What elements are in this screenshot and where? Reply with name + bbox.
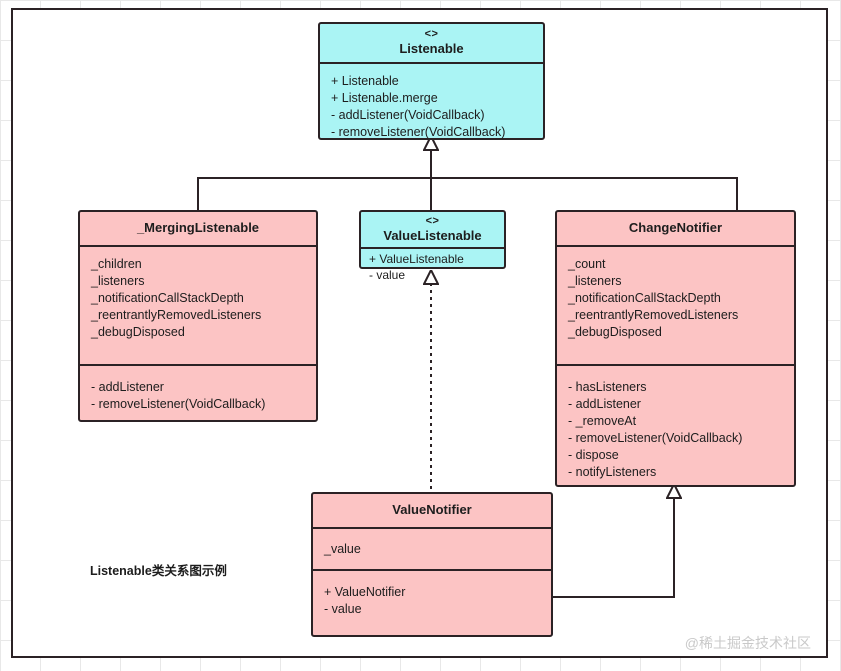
class-box-merging-listenable[interactable]: _MergingListenable _children _listeners … — [78, 210, 318, 422]
member-item: + Listenable.merge — [331, 91, 438, 105]
attribute-item: _children — [91, 257, 142, 271]
class-box-change-notifier[interactable]: ChangeNotifier _count _listeners _notifi… — [555, 210, 796, 487]
attribute-item: _count — [568, 257, 606, 271]
class-members-listenable: + Listenable + Listenable.merge - addLis… — [320, 64, 543, 150]
member-item: + ValueListenable — [369, 252, 464, 266]
class-title: ChangeNotifier — [628, 220, 723, 235]
class-attributes-merging-listenable: _children _listeners _notificationCallSt… — [80, 247, 316, 364]
class-members-value-listenable: + ValueListenable - value — [361, 249, 504, 285]
class-title: Listenable — [399, 41, 464, 56]
class-box-value-notifier[interactable]: ValueNotifier _value + ValueNotifier - v… — [311, 492, 553, 637]
method-item: - addListener — [91, 380, 164, 394]
class-header-listenable: <> Listenable — [320, 24, 543, 64]
method-item: - removeListener(VoidCallback) — [91, 397, 266, 411]
method-item: - dispose — [568, 448, 619, 462]
attribute-item: _reentrantlyRemovedListeners — [568, 308, 739, 322]
generalization-arrowhead-listenable — [423, 136, 439, 151]
watermark-label: @稀土掘金技术社区 — [684, 635, 811, 651]
attribute-item: _notificationCallStackDepth — [568, 291, 721, 305]
connector-listenable-stem — [430, 150, 432, 178]
connector-changenotifier-drop — [736, 177, 738, 211]
attribute-item: _reentrantlyRemovedListeners — [91, 308, 262, 322]
class-header-change-notifier: ChangeNotifier — [557, 212, 794, 247]
connector-valuelistenable-drop — [430, 177, 432, 211]
attribute-item: _listeners — [91, 274, 145, 288]
attribute-item: _notificationCallStackDepth — [91, 291, 244, 305]
class-header-merging-listenable: _MergingListenable — [80, 212, 316, 247]
attribute-item: _listeners — [568, 274, 622, 288]
method-item: - addListener — [568, 397, 641, 411]
method-item: + ValueNotifier — [324, 585, 406, 599]
connector-realization-valuenotifier — [430, 283, 432, 492]
method-item: - hasListeners — [568, 380, 647, 394]
class-header-value-notifier: ValueNotifier — [313, 494, 551, 529]
attribute-item: _value — [324, 542, 361, 556]
class-methods-change-notifier: - hasListeners - addListener - _removeAt… — [557, 364, 794, 490]
member-item: - value — [369, 268, 406, 282]
connector-valuenotifier-elbow-v — [673, 497, 675, 598]
class-box-listenable[interactable]: <> Listenable + Listenable + Listenable.… — [318, 22, 545, 140]
method-item: - _removeAt — [568, 414, 637, 428]
class-title: _MergingListenable — [136, 220, 260, 235]
method-item: - value — [324, 602, 362, 616]
member-item: - addListener(VoidCallback) — [331, 108, 485, 122]
class-methods-value-notifier: + ValueNotifier - value — [313, 569, 551, 627]
class-box-value-listenable[interactable]: <> ValueListenable + ValueListenable - v… — [359, 210, 506, 282]
method-item: - notifyListeners — [568, 465, 657, 479]
member-item: - removeListener(VoidCallback) — [331, 125, 506, 139]
connector-valuenotifier-elbow-h — [553, 596, 675, 598]
member-item: + Listenable — [331, 74, 399, 88]
class-title: ValueListenable — [383, 228, 482, 243]
stereotype-marker: <> — [424, 28, 439, 40]
class-attributes-value-notifier: _value — [313, 529, 551, 569]
class-methods-merging-listenable: - addListener - removeListener(VoidCallb… — [80, 364, 316, 422]
stereotype-marker: <> — [425, 215, 440, 227]
method-item: - removeListener(VoidCallback) — [568, 431, 743, 445]
connector-merging-drop — [197, 177, 199, 211]
class-header-value-listenable: <> ValueListenable — [361, 212, 504, 249]
attribute-item: _debugDisposed — [568, 325, 662, 339]
generalization-arrowhead-changenotifier — [666, 484, 682, 499]
attribute-item: _debugDisposed — [91, 325, 185, 339]
realization-arrowhead-valuelistenable — [423, 270, 439, 285]
connector-bus — [197, 177, 738, 179]
diagram-caption: Listenable类关系图示例 — [90, 564, 227, 578]
class-attributes-change-notifier: _count _listeners _notificationCallStack… — [557, 247, 794, 364]
class-title: ValueNotifier — [392, 502, 472, 517]
